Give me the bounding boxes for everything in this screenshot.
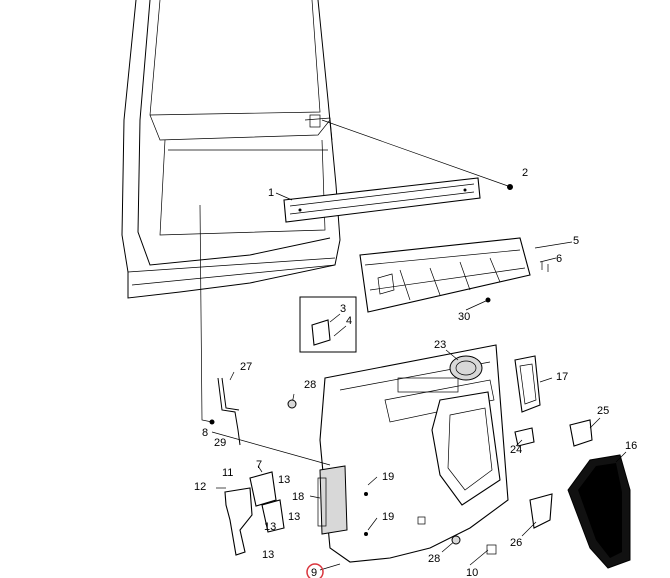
callout-10: 10 <box>466 567 478 578</box>
callout-17: 17 <box>556 371 568 383</box>
hinge-part-11 <box>249 471 277 507</box>
callout-8: 8 <box>202 427 208 439</box>
callout-1: 1 <box>268 187 274 199</box>
speaker-part-23 <box>449 355 483 381</box>
callout-5: 5 <box>573 235 579 247</box>
callout-13-c: 13 <box>264 521 276 533</box>
callout-28-a: 28 <box>304 379 316 391</box>
bracket-part-26 <box>529 493 553 529</box>
callout-labels: 1 2 3 4 5 6 7 8 9 10 11 12 13 13 13 13 1… <box>194 167 637 578</box>
callout-9-highlight-ring <box>306 563 324 578</box>
regulator-part-30 <box>359 237 531 313</box>
callout-13-d: 13 <box>262 549 274 561</box>
hinge-part-12 <box>224 487 253 556</box>
callout-30: 30 <box>458 311 470 323</box>
callout-28-b: 28 <box>428 553 440 565</box>
callout-19-b: 19 <box>382 511 394 523</box>
callout-9: 9 <box>311 567 317 578</box>
rod-part-27 <box>217 377 241 446</box>
callout-4: 4 <box>346 315 352 327</box>
callout-16: 16 <box>625 440 637 452</box>
callout-29: 29 <box>214 437 226 449</box>
callout-3: 3 <box>340 303 346 315</box>
callout-26: 26 <box>510 537 522 549</box>
fasteners <box>209 184 549 555</box>
callout-19-a: 19 <box>382 471 394 483</box>
callout-13-b: 13 <box>288 511 300 523</box>
bracket-part-25 <box>569 419 593 447</box>
strip-part-18 <box>317 477 327 527</box>
door-frame <box>121 0 341 299</box>
callout-25: 25 <box>597 405 609 417</box>
callout-13-a: 13 <box>278 474 290 486</box>
leader-lines <box>199 119 627 571</box>
callout-11: 11 <box>222 467 233 479</box>
callout-2: 2 <box>522 167 528 179</box>
callout-6: 6 <box>556 253 562 265</box>
callout-27: 27 <box>240 361 252 373</box>
handle-part-17 <box>514 355 541 413</box>
clip-part-24 <box>514 427 535 447</box>
callout-18: 18 <box>292 491 304 503</box>
trim-panel <box>319 344 509 563</box>
callout-12: 12 <box>194 481 206 493</box>
callout-24: 24 <box>510 444 522 456</box>
beam-part-1 <box>283 177 481 223</box>
detail-box-3-4 <box>299 296 357 353</box>
callout-23: 23 <box>434 339 446 351</box>
callout-7: 7 <box>256 459 262 471</box>
